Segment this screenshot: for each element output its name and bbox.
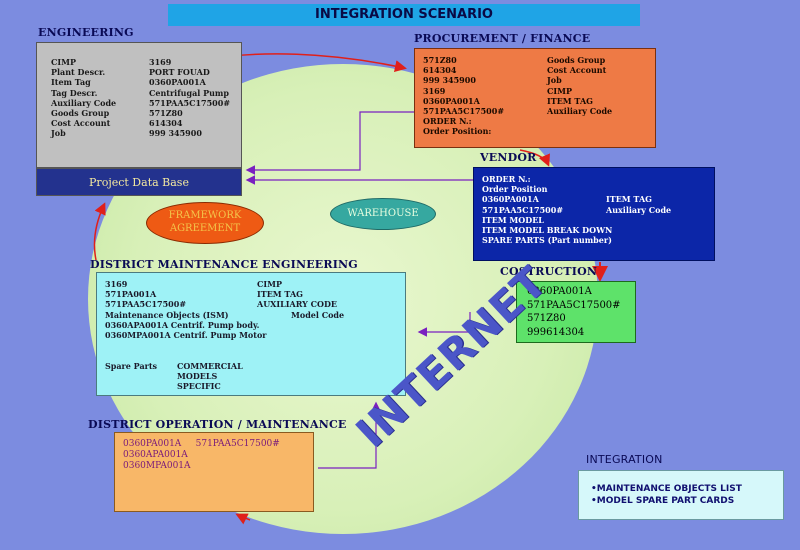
dme-label: Model Code — [291, 309, 345, 320]
vendor-value: ITEM MODEL — [482, 214, 544, 225]
dme-value: Maintenance Objects (ISM) — [105, 309, 229, 320]
dme-value: 0360MPA001A Centrif. Pump Motor — [105, 330, 267, 341]
engineering-title: ENGINEERING — [38, 26, 134, 39]
eng-label: Auxiliary Code — [51, 97, 117, 108]
dme-value: 571PAA5C17500# — [105, 299, 187, 310]
dom-rows: 0360PA001A 571PAA5C17500# 0360APA001A 03… — [123, 439, 280, 472]
project-database: Project Data Base — [36, 168, 242, 196]
vendor-box: ORDER N.: Order Position 0360PA001A ITEM … — [473, 167, 715, 261]
dme-value: 571PA001A — [105, 289, 157, 300]
eng-value: 3169 — [149, 57, 172, 67]
proc-label: CIMP — [547, 85, 572, 96]
proc-value: Order Position: — [423, 126, 492, 137]
proc-value: 0360PA001A — [423, 95, 480, 106]
dme-value: 0360APA001A Centrif. Pump body. — [105, 319, 260, 330]
engineering-rows: CIMP 3169 Plant Descr. PORT FOUAD Item Tag… — [51, 57, 230, 139]
framework-agreement-oval: FRAMEWORK AGREEMENT — [146, 202, 264, 244]
eng-value: Centrifugal Pump — [149, 87, 229, 98]
eng-value: 614304 — [149, 118, 183, 129]
vendor-label: ITEM TAG — [606, 194, 652, 205]
district-operation-box: 0360PA001A 571PAA5C17500# 0360APA001A 03… — [114, 432, 314, 512]
vendor-value: 0360PA001A — [482, 194, 539, 205]
integration-box: •MAINTENANCE OBJECTS LIST •MODEL SPARE P… — [578, 470, 784, 520]
vendor-value: SPARE PARTS (Part number) — [482, 235, 612, 246]
proc-value: ORDER N.: — [423, 116, 472, 127]
proc-value: 614304 — [423, 65, 457, 76]
proc-label: ITEM TAG — [547, 95, 593, 106]
constr-value: 0360PA001A — [527, 286, 592, 297]
procurement-title: PROCUREMENT / FINANCE — [414, 32, 591, 45]
proc-label: Goods Group — [547, 55, 606, 65]
procurement-box: 571Z80 Goods Group 614304 Cost Account 999… — [414, 48, 656, 148]
eng-label: Cost Account — [51, 118, 111, 129]
dme-label: CIMP — [257, 279, 282, 289]
dme-label: ITEM TAG — [257, 289, 303, 300]
integration-list: •MAINTENANCE OBJECTS LIST •MODEL SPARE P… — [591, 483, 742, 507]
eng-label: Item Tag — [51, 77, 91, 88]
page-title: INTEGRATION SCENARIO — [168, 4, 640, 26]
eng-label: Goods Group — [51, 108, 110, 119]
vendor-label: Auxiliary Code — [606, 204, 672, 215]
proc-value: 3169 — [423, 85, 446, 96]
dme-label: AUXILIARY CODE — [257, 299, 337, 310]
dom-value: 0360APA001A — [123, 450, 188, 460]
construction-title: COSTRUCTION — [500, 265, 598, 278]
eng-label: Job — [51, 128, 66, 139]
procurement-rows: 571Z80 Goods Group 614304 Cost Account 999… — [423, 55, 612, 137]
integration-title: INTEGRATION — [586, 453, 663, 466]
construction-rows: 0360PA001A 571PAA5C17500# 571Z80 9996143… — [527, 285, 621, 339]
eng-value: PORT FOUAD — [149, 67, 210, 78]
proc-value: 999 345900 — [423, 75, 476, 86]
arrow-to-dom — [235, 513, 251, 525]
district-maintenance-box: 3169 CIMP 571PA001A ITEM TAG 571PAA5C17500… — [96, 272, 406, 396]
eng-label: Tag Descr. — [51, 87, 98, 98]
arrow-proc-to-vendor — [519, 149, 550, 167]
integration-item: •MODEL SPARE PART CARDS — [591, 496, 735, 506]
eng-label: Plant Descr. — [51, 67, 106, 78]
spare-item: COMMERCIAL — [177, 361, 243, 371]
arrow-dom-to-dme — [318, 401, 381, 469]
arrow-constr-to-dme — [417, 312, 471, 337]
warehouse-oval: WAREHOUSE — [330, 198, 436, 230]
dom-value: 0360MPA001A — [123, 461, 191, 471]
dom-value: 0360PA001A 571PAA5C17500# — [123, 439, 280, 449]
proc-value: 571Z80 — [423, 55, 457, 65]
eng-value: 999 345900 — [149, 128, 202, 139]
vendor-value: 571PAA5C17500# — [482, 204, 564, 215]
eng-label: CIMP — [51, 57, 76, 67]
vendor-value: ORDER N.: — [482, 174, 531, 184]
spare-parts-list: COMMERCIAL MODELS SPECIFIC — [177, 361, 243, 392]
arrow-back-to-eng — [93, 202, 106, 261]
dme-value: 3169 — [105, 279, 128, 289]
proc-value: 571PAA5C17500# — [423, 106, 505, 117]
district-maintenance-title: DISTRICT MAINTENANCE ENGINEERING — [90, 258, 358, 271]
spare-parts-label: Spare Parts — [105, 361, 158, 371]
spare-item: MODELS — [177, 371, 218, 382]
constr-value: 571Z80 — [527, 313, 566, 324]
proc-label: Job — [547, 75, 562, 86]
construction-box: 0360PA001A 571PAA5C17500# 571Z80 9996143… — [516, 281, 636, 343]
vendor-rows: ORDER N.: Order Position 0360PA001A ITEM … — [482, 174, 671, 245]
vendor-value: Order Position — [482, 184, 548, 195]
framework-line2: AGREEMENT — [169, 223, 241, 234]
arrow-proc-to-db — [245, 111, 414, 175]
vendor-title: VENDOR — [480, 151, 537, 164]
integration-item: •MAINTENANCE OBJECTS LIST — [591, 484, 742, 494]
constr-value: 999614304 — [527, 326, 585, 338]
framework-line1: FRAMEWORK — [168, 210, 242, 221]
eng-value: 0360PA001A — [149, 77, 206, 88]
engineering-box: CIMP 3169 Plant Descr. PORT FOUAD Item Tag… — [36, 42, 242, 168]
vendor-value: ITEM MODEL BREAK DOWN — [482, 225, 613, 236]
spare-item: SPECIFIC — [177, 381, 221, 392]
dme-rows: 3169 CIMP 571PA001A ITEM TAG 571PAA5C17500… — [105, 279, 344, 340]
district-operation-title: DISTRICT OPERATION / MAINTENANCE — [88, 418, 347, 431]
eng-value: 571PAA5C17500# — [149, 97, 231, 108]
proc-label: Cost Account — [547, 65, 607, 76]
eng-value: 571Z80 — [149, 108, 183, 119]
constr-value: 571PAA5C17500# — [527, 299, 621, 311]
proc-label: Auxiliary Code — [547, 106, 613, 117]
